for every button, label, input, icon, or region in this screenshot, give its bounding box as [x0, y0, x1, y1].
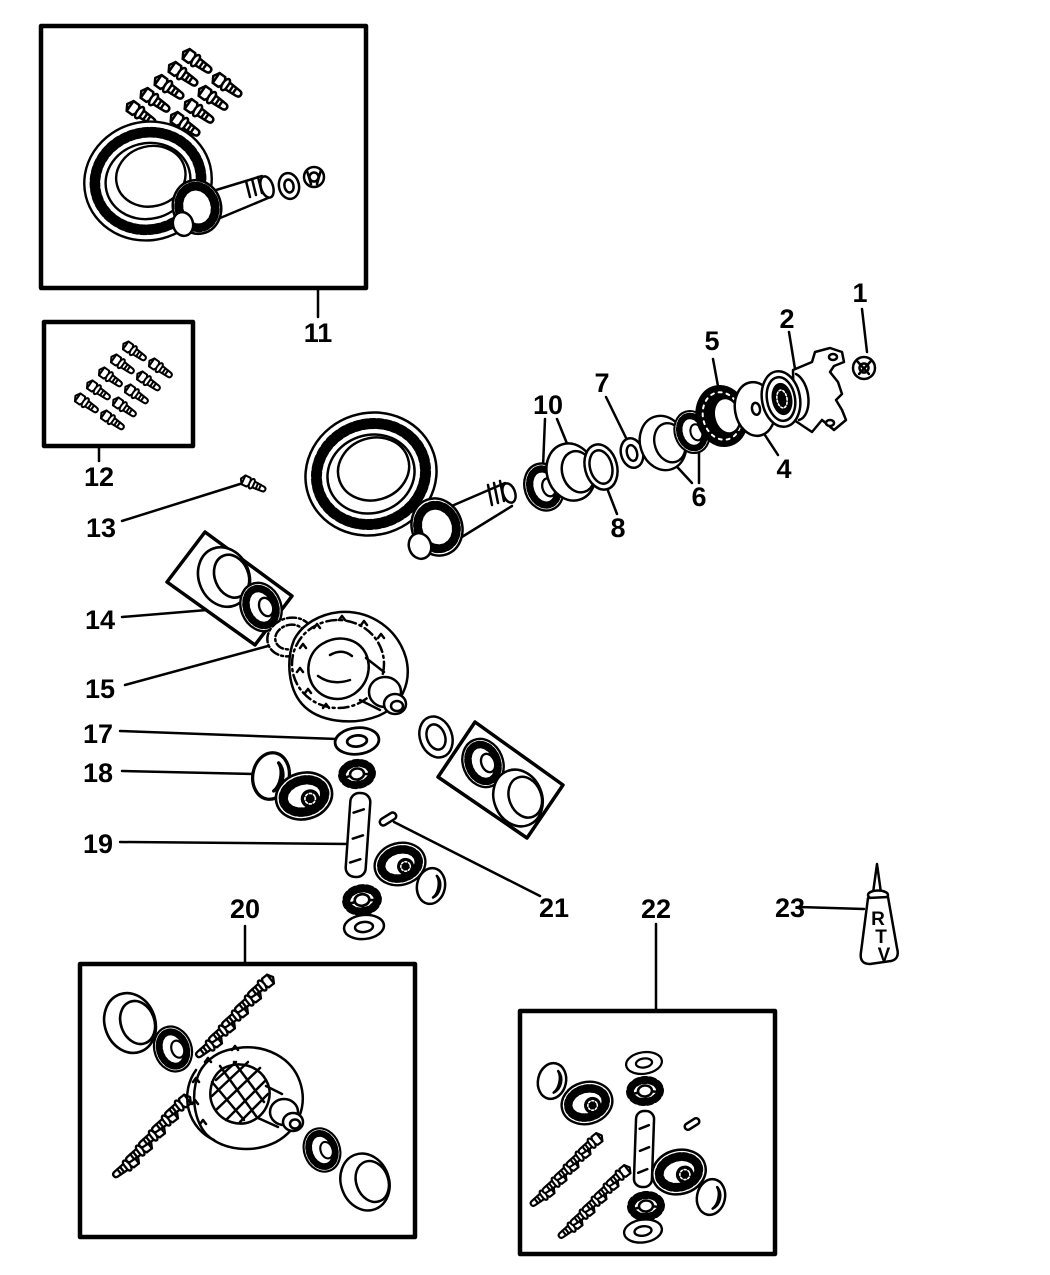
- callout-labels: 1 2 4 5 6 7 8 10 11 12 13 14 15 17 18 19…: [83, 278, 868, 924]
- differential-case: [288, 610, 409, 723]
- leader-lines: [97, 287, 869, 1011]
- callout-label-12: 12: [84, 462, 114, 492]
- callout-label-20: 20: [230, 894, 260, 924]
- callout-label-21: 21: [539, 893, 569, 923]
- package-bolts-12: [71, 338, 176, 434]
- callout-label-11: 11: [304, 318, 333, 348]
- drive-pinion: [407, 479, 517, 561]
- callout-label-22: 22: [641, 894, 671, 924]
- callout-label-23: 23: [775, 893, 805, 923]
- callout-label-7: 7: [594, 368, 609, 398]
- callout-label-1: 1: [852, 278, 867, 308]
- pinion-mate-gear-bottom: [339, 880, 385, 919]
- bearing-kit-box-right: [436, 720, 565, 840]
- callout-label-8: 8: [610, 513, 625, 543]
- pinion-mate-washer: [341, 911, 387, 943]
- roll-pin-kit: [683, 1116, 701, 1132]
- trac-lok-case: [185, 1044, 305, 1151]
- callout-label-15: 15: [85, 674, 115, 704]
- callout-label-5: 5: [704, 326, 719, 356]
- cross-shaft-kit: [632, 1109, 656, 1189]
- pinion-mate-gear-top: [335, 755, 379, 792]
- callout-label-18: 18: [83, 758, 113, 788]
- ring-and-pinion-kit-box: [38, 23, 369, 291]
- trac-lok-kit-contents: [94, 971, 399, 1219]
- yoke: [760, 346, 848, 434]
- pinion-gear-kit: [171, 174, 275, 238]
- adjuster-lock-bolt: [237, 472, 269, 496]
- bolt-package-box: [41, 319, 196, 449]
- rtv-sealant-tube: R T V: [859, 862, 899, 966]
- spider-gear-kit-contents: [526, 1048, 730, 1247]
- trac-lok-differential-kit-box: [77, 961, 418, 1240]
- side-bearing-washer: [418, 715, 454, 759]
- bearing-kit-box-left: [165, 530, 294, 647]
- rtv-letter-r: R: [871, 909, 885, 930]
- pinion-nut: [851, 355, 877, 381]
- callout-label-19: 19: [83, 829, 113, 859]
- callout-label-6: 6: [691, 482, 706, 512]
- callout-label-17: 17: [83, 719, 113, 749]
- rtv-letter-v: V: [878, 945, 891, 966]
- thrust-washer: [332, 724, 382, 758]
- callout-label-14: 14: [85, 605, 115, 635]
- callout-label-2: 2: [779, 304, 794, 334]
- roll-pin: [378, 811, 398, 827]
- pinion-washer-kit: [277, 171, 301, 201]
- spider-gear-kit-box: [517, 1008, 778, 1257]
- callout-label-4: 4: [776, 454, 791, 484]
- callout-label-13: 13: [86, 513, 116, 543]
- oil-slinger: [583, 443, 619, 491]
- rtv-letter-t: T: [875, 927, 887, 948]
- pinion-nut-kit: [302, 165, 326, 189]
- cross-shaft: [344, 791, 372, 879]
- callout-label-10: 10: [533, 390, 563, 420]
